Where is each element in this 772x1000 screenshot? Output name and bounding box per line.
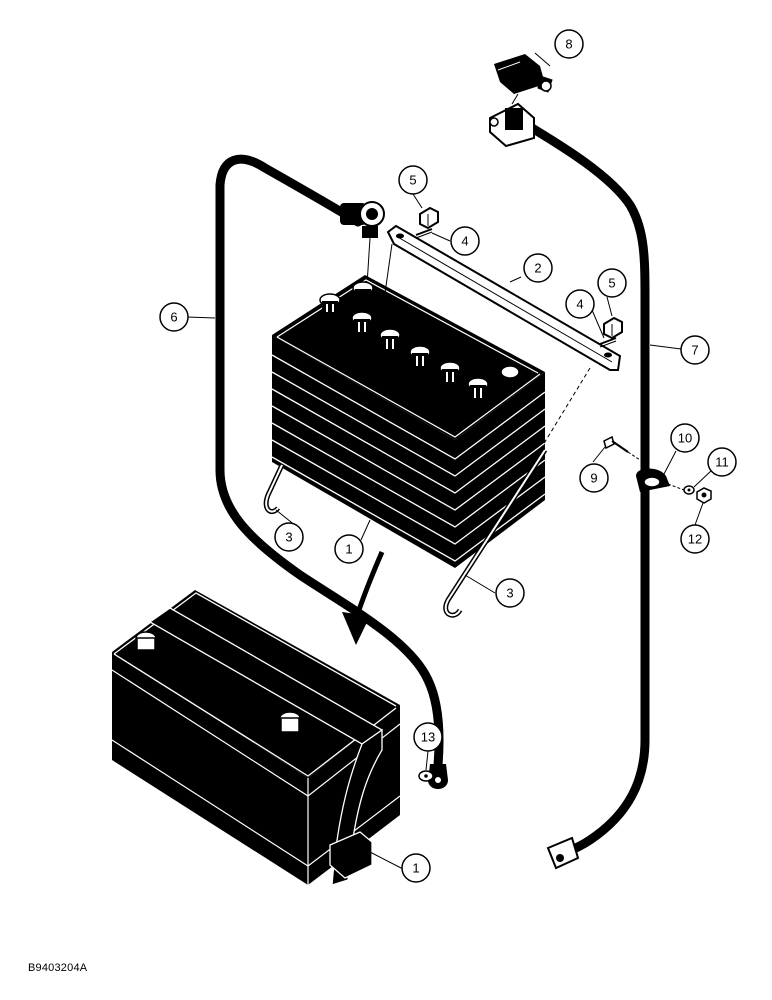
callout-10: 10 <box>670 423 700 453</box>
detail-arrow <box>342 551 385 645</box>
clamp-washer <box>683 485 695 495</box>
clamp-bolt <box>603 435 641 461</box>
cable-7-terminal-clamp <box>489 102 535 148</box>
cable-clamp <box>636 468 670 492</box>
hold-down-rod-right <box>443 448 548 618</box>
callout-4-right-label: 4 <box>576 297 583 312</box>
callout-3-left-label: 3 <box>285 530 292 545</box>
callout-9-label: 9 <box>590 471 597 486</box>
callout-3-right-label: 3 <box>506 586 513 601</box>
callout-4-right: 4 <box>565 289 595 319</box>
cable-7-ring-lug <box>546 836 580 870</box>
callouts: 8 5 4 2 5 4 6 7 <box>159 29 737 883</box>
cable-6-terminal-clamp <box>340 201 385 286</box>
figure-id: B9403204A <box>28 962 88 974</box>
cable-6 <box>215 154 448 789</box>
hold-down-rod-left <box>263 463 285 514</box>
terminal-cover <box>494 54 553 94</box>
upper-battery <box>271 275 546 568</box>
callout-8: 8 <box>554 29 584 59</box>
callout-5-right: 5 <box>597 268 627 298</box>
callout-12-label: 12 <box>688 532 702 547</box>
battery-cell-caps <box>319 281 520 399</box>
lower-battery-posts <box>135 631 301 733</box>
hold-down-bar <box>386 224 622 371</box>
callout-12: 12 <box>680 524 710 554</box>
callout-1-upper-label: 1 <box>345 542 352 557</box>
callout-4-left-label: 4 <box>461 234 468 249</box>
cable-7 <box>489 102 650 870</box>
callout-13-label: 13 <box>421 730 435 745</box>
callout-3-right: 3 <box>495 578 525 608</box>
star-washer <box>418 770 434 782</box>
nut-left <box>419 206 439 230</box>
washer-right <box>599 337 617 348</box>
callout-5-right-label: 5 <box>608 276 615 291</box>
leader-lines <box>186 52 713 870</box>
callout-6: 6 <box>159 302 189 332</box>
clamp-nut <box>696 487 712 504</box>
nut-right <box>603 316 623 340</box>
callout-1-upper: 1 <box>334 534 364 564</box>
callout-7-label: 7 <box>691 343 698 358</box>
callout-1-lower: 1 <box>401 853 431 883</box>
washer-left <box>415 228 433 239</box>
callout-10-label: 10 <box>678 431 692 446</box>
callout-1-lower-label: 1 <box>412 861 419 876</box>
callout-2-label: 2 <box>534 261 541 276</box>
callout-11: 11 <box>707 447 737 477</box>
callout-11-label: 11 <box>715 455 729 470</box>
callout-13: 13 <box>413 722 443 752</box>
callout-9: 9 <box>579 463 609 493</box>
callout-8-label: 8 <box>565 37 572 52</box>
lower-battery <box>111 590 401 886</box>
callout-5-left-label: 5 <box>409 173 416 188</box>
callout-3-left: 3 <box>274 522 304 552</box>
callout-5-left: 5 <box>398 165 428 195</box>
callout-4-left: 4 <box>450 226 480 256</box>
callout-7: 7 <box>680 335 710 365</box>
callout-2: 2 <box>523 253 553 283</box>
callout-6-label: 6 <box>170 310 177 325</box>
